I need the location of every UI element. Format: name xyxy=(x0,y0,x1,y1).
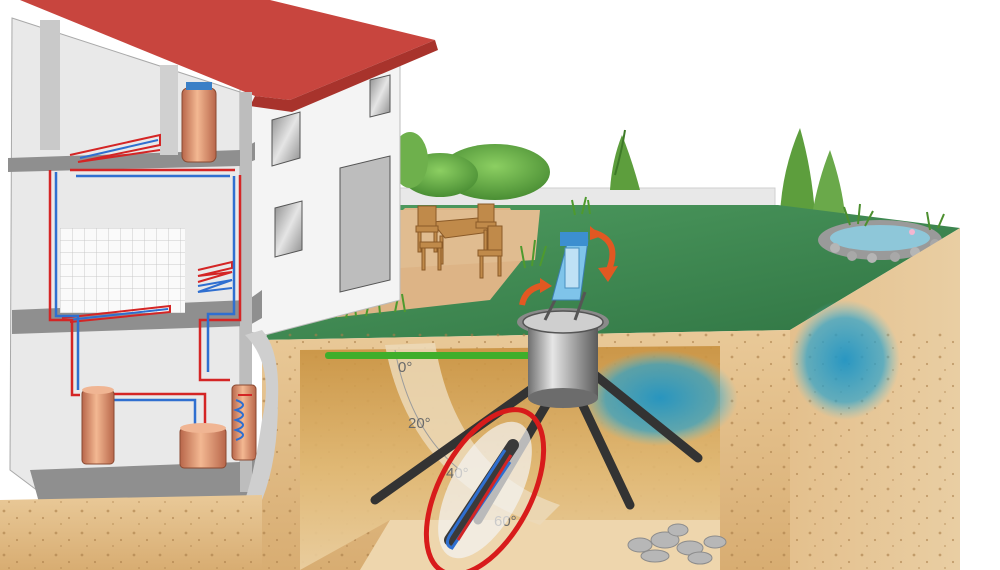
geothermal-probes xyxy=(370,370,703,525)
rotation-arrow-top xyxy=(590,226,618,282)
heat-pump-unit xyxy=(551,232,589,301)
rock-pile xyxy=(627,523,727,565)
reeds-center xyxy=(520,196,591,269)
house-windows xyxy=(271,74,391,293)
rotation-arrow-left xyxy=(519,278,552,306)
hot-water-tank-upper xyxy=(181,82,217,163)
probe-u-loop xyxy=(445,449,512,550)
basement-tank-left xyxy=(81,386,115,465)
probe-tube-4 xyxy=(590,370,703,463)
basement-tank-center xyxy=(179,423,227,469)
geothermal-manifold xyxy=(517,289,609,408)
house-roof xyxy=(20,0,435,100)
probe-detail-highlight xyxy=(423,407,547,570)
underfloor-heating-mid xyxy=(61,260,233,323)
garden-table-set xyxy=(415,203,503,279)
angle-label-20: 20° xyxy=(408,415,431,432)
angle-label-0: 0° xyxy=(398,359,412,376)
basement-wall xyxy=(245,330,279,500)
probe-tube-1 xyxy=(370,385,535,505)
underfloor-heating-upper xyxy=(69,133,161,163)
probe-tube-3 xyxy=(573,390,635,510)
house-cutaway xyxy=(8,0,438,506)
highlight-ring xyxy=(423,407,547,570)
groundwater-lens-side xyxy=(790,300,900,420)
garden-background xyxy=(392,128,845,215)
bush-group xyxy=(392,132,550,200)
tree-cypress-right xyxy=(780,128,845,215)
green-supply-pipe xyxy=(325,352,535,359)
heating-pipes xyxy=(48,168,242,430)
basement-boiler-right xyxy=(231,384,257,461)
bathroom-tiles xyxy=(60,228,185,313)
tree-cypress-left xyxy=(610,129,640,190)
groundwater-lens-center xyxy=(582,350,738,446)
